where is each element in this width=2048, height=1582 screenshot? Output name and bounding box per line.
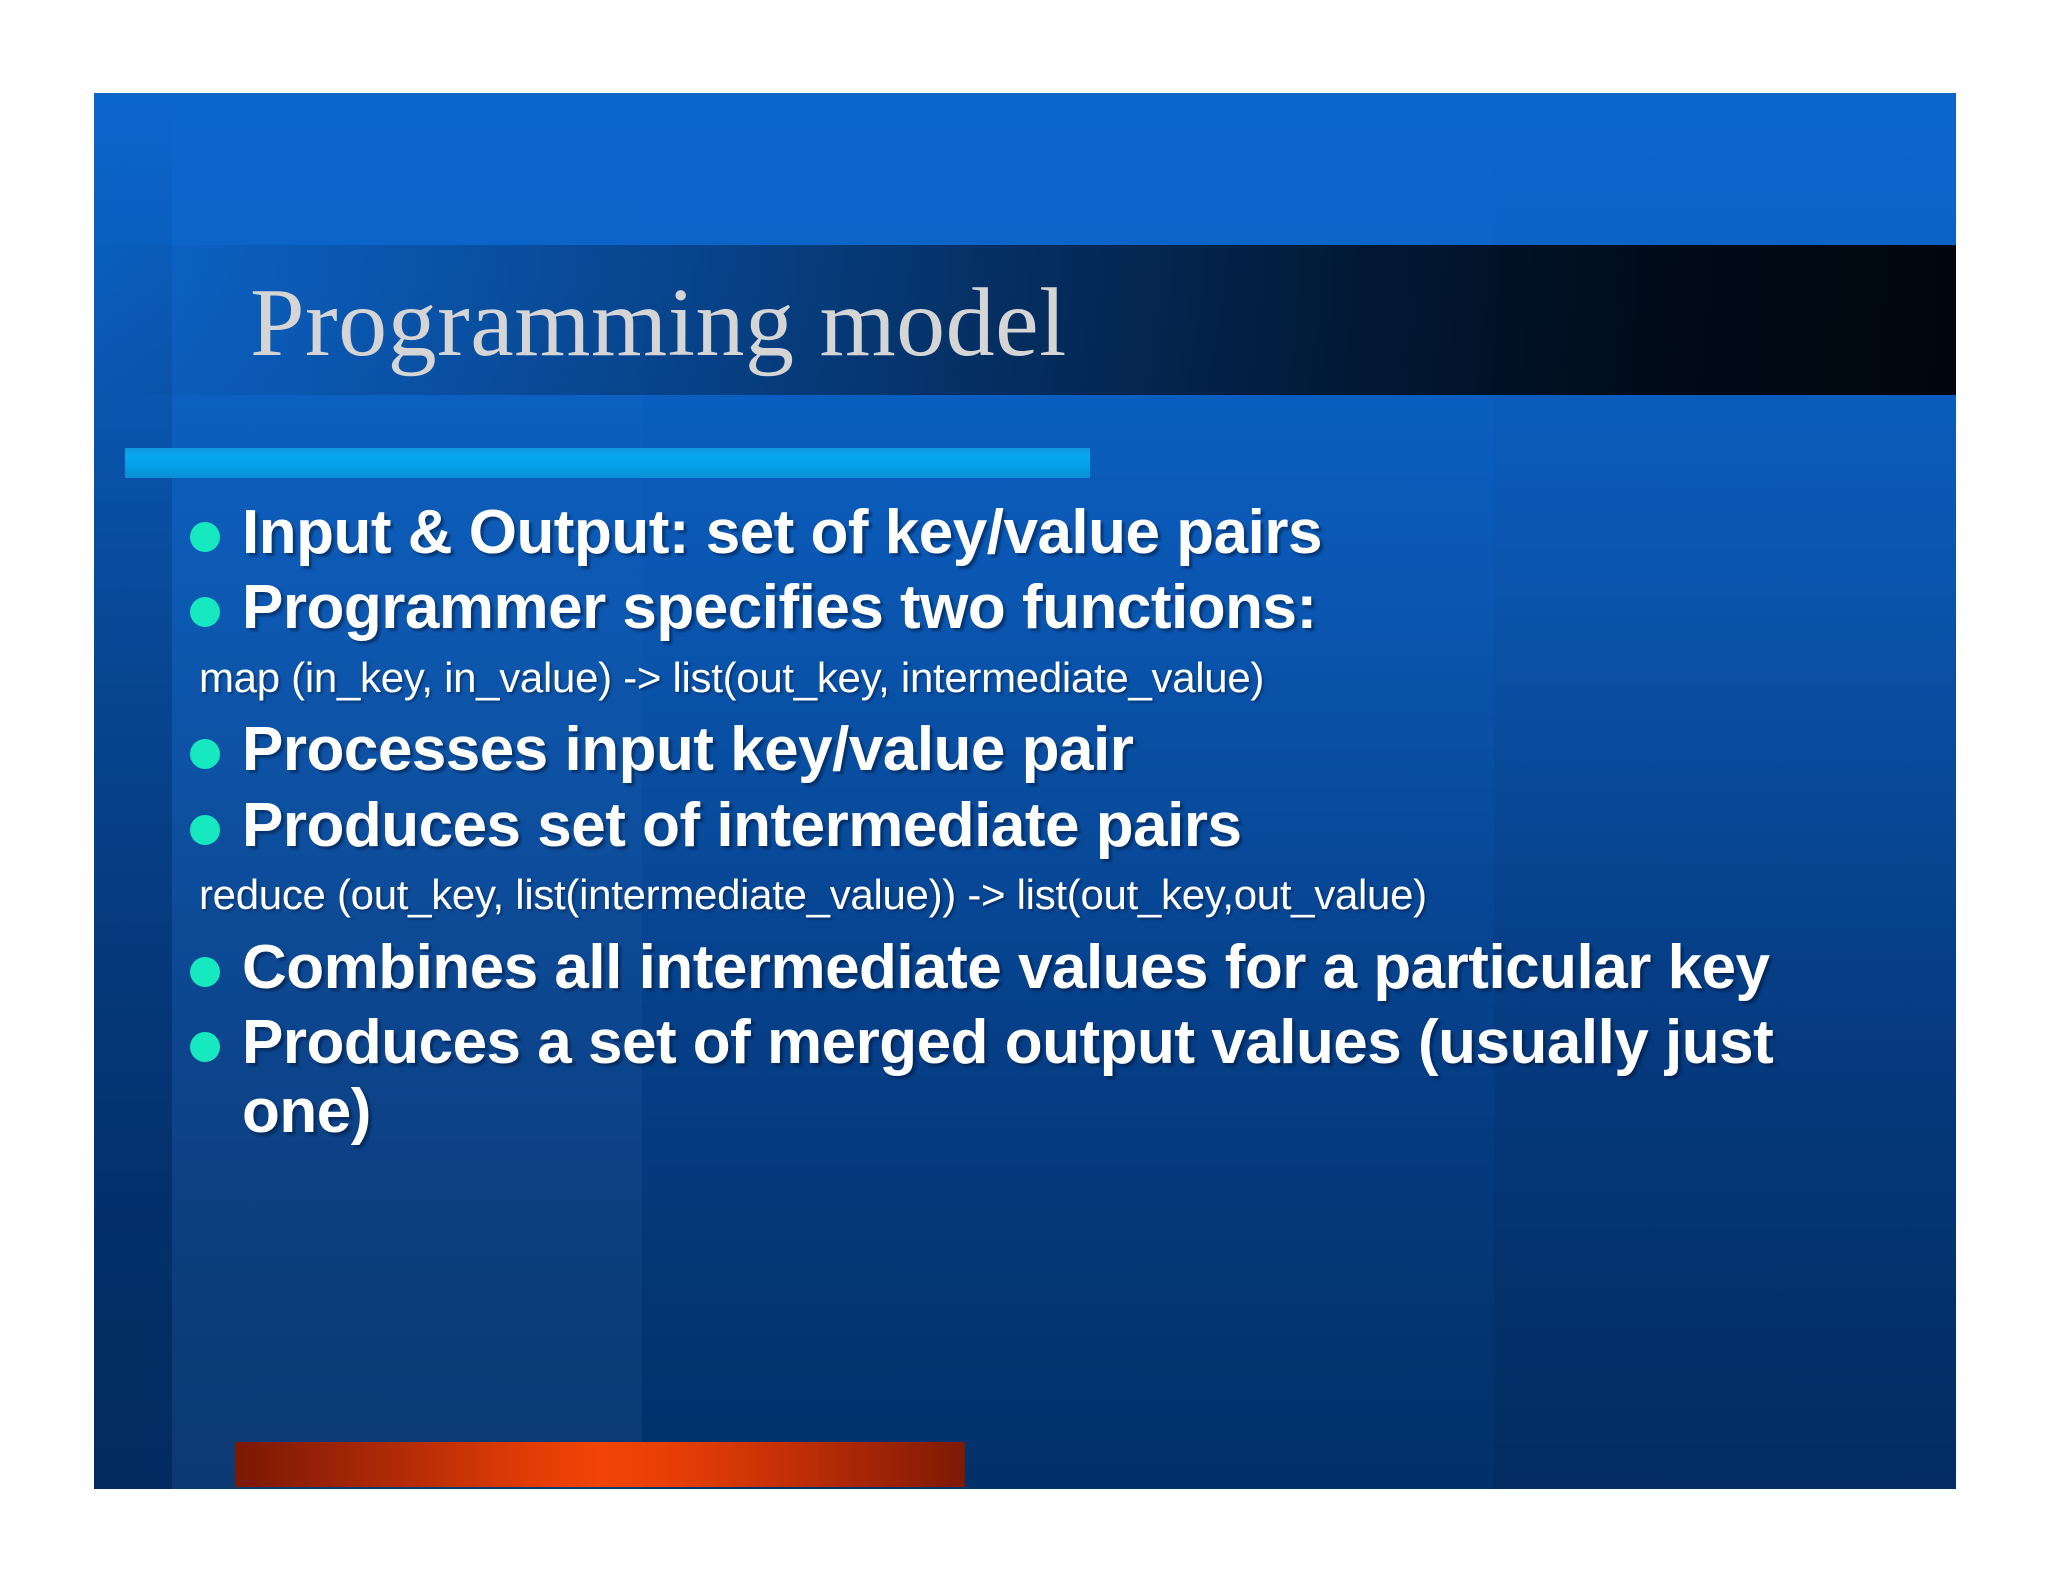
bullet-item: Combines all intermediate values for a p…: [190, 933, 1910, 1002]
bullet-item: Input & Output: set of key/value pairs: [190, 498, 1910, 567]
bullet-label: Produces a set of merged output values (…: [242, 1007, 1774, 1147]
code-signature-reduce: reduce (out_key, list(intermediate_value…: [199, 871, 1427, 919]
bullet-dot-icon: [190, 597, 220, 628]
title-backdrop-band: [94, 245, 1956, 395]
slide-body: Input & Output: set of key/value pairs P…: [190, 498, 1910, 1153]
bullet-item: Programmer specifies two functions:: [190, 573, 1910, 642]
bullet-dot-icon: [190, 814, 220, 845]
presentation-slide: Programming model Input & Output: set of…: [94, 93, 1956, 1489]
slide-title: Programming model: [250, 269, 1067, 377]
bullet-dot-icon: [190, 739, 220, 770]
bullet-label: Input & Output: set of key/value pairs: [242, 498, 1322, 567]
footer-accent-bar: [235, 1442, 965, 1487]
bullet-label: Produces set of intermediate pairs: [242, 790, 1242, 860]
bullet-item: Processes input key/value pair: [190, 715, 1910, 784]
bullet-dot-icon: [190, 1031, 220, 1062]
bullet-item: Produces a set of merged output values (…: [190, 1008, 1910, 1147]
title-accent-bar: [125, 448, 1090, 478]
bullet-dot-icon: [190, 956, 220, 987]
bullet-label: Combines all intermediate values for a p…: [242, 932, 1770, 1002]
code-signature-map: map (in_key, in_value) -> list(out_key, …: [199, 653, 1265, 701]
bullet-label: Processes input key/value pair: [242, 715, 1134, 785]
bullet-label: Programmer specifies two functions:: [242, 573, 1317, 643]
bullet-item: Produces set of intermediate pairs: [190, 791, 1910, 860]
bullet-dot-icon: [190, 522, 220, 552]
